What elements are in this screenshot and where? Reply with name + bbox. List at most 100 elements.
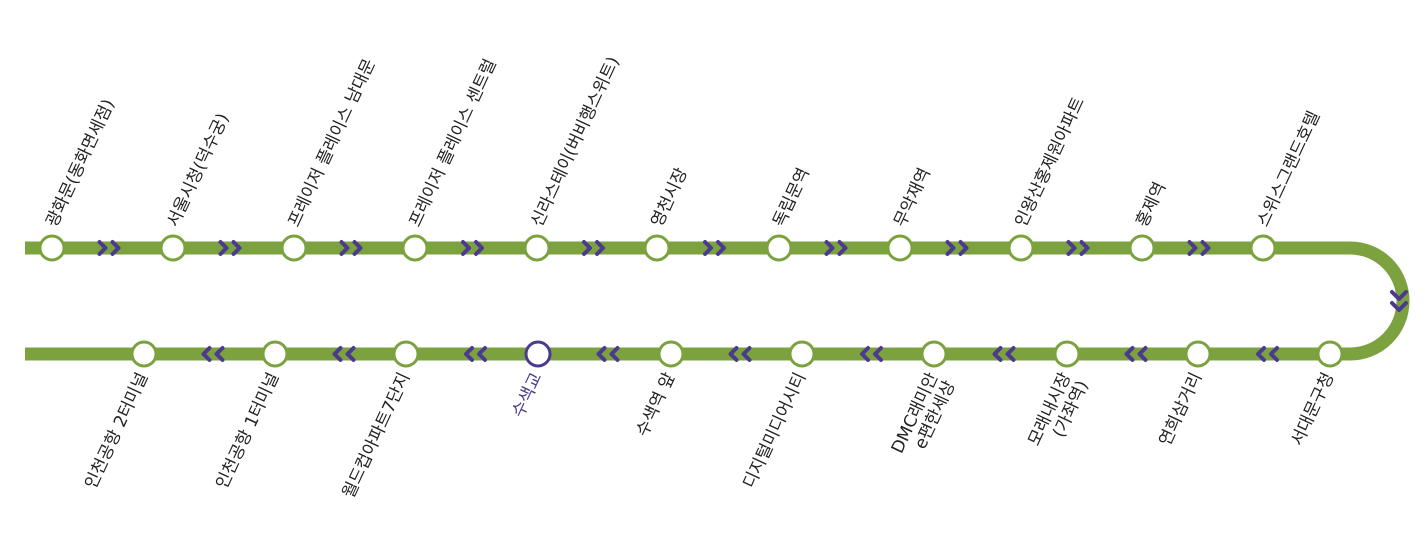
station-marker[interactable] — [261, 340, 289, 368]
chevron-icon — [1124, 346, 1135, 362]
chevron-icon — [1187, 240, 1198, 256]
double-chevron-icon — [1124, 346, 1148, 362]
chevron-icon — [1137, 346, 1148, 362]
station-marker[interactable] — [524, 340, 552, 368]
station-marker[interactable] — [788, 340, 816, 368]
chevron-icon — [332, 346, 343, 362]
chevron-icon — [716, 240, 726, 256]
station-list — [38, 234, 1344, 368]
station-label: 프레이저 플레이스 남대문 — [284, 56, 379, 230]
station-label: 프레이저 플레이스 센트럴 — [405, 56, 500, 230]
double-chevron-icon — [1187, 240, 1211, 256]
double-chevron-icon — [945, 240, 969, 256]
station-marker[interactable] — [1316, 340, 1344, 368]
station-label: 영천시장 — [647, 165, 692, 230]
chevron-icon — [1390, 290, 1408, 301]
station-marker[interactable] — [392, 340, 420, 368]
chevron-icon — [345, 346, 356, 362]
double-chevron-icon — [703, 240, 726, 256]
station-marker[interactable] — [280, 234, 308, 262]
chevron-down-icon — [1390, 290, 1408, 312]
chevron-icon — [1390, 301, 1408, 312]
station-label: 홍제역 — [1132, 179, 1170, 230]
station-marker[interactable] — [38, 234, 66, 262]
double-chevron-icon — [596, 346, 620, 362]
route-line-path — [25, 241, 1410, 361]
double-chevron-icon — [582, 240, 605, 256]
station-marker[interactable] — [657, 340, 685, 368]
chevron-icon — [1256, 346, 1266, 362]
chevron-icon — [339, 240, 350, 256]
station-marker[interactable] — [1007, 234, 1035, 262]
double-chevron-icon — [1066, 240, 1090, 256]
station-marker[interactable] — [523, 234, 551, 262]
station-marker[interactable] — [643, 234, 671, 262]
station-label: 인천공항 1터미널 — [212, 370, 283, 492]
chevron-icon — [1079, 240, 1090, 256]
station-label: 무악재역 — [890, 165, 935, 230]
double-chevron-icon — [97, 240, 121, 256]
chevron-icon — [837, 240, 848, 256]
chevron-icon — [97, 240, 108, 256]
chevron-icon — [1200, 240, 1211, 256]
station-label: 연희삼거리 — [1155, 370, 1206, 449]
chevron-icon — [728, 346, 739, 362]
station-marker[interactable] — [886, 234, 914, 262]
station-label: 인천공항 2터미널 — [81, 370, 152, 492]
chevron-icon — [231, 240, 242, 256]
station-label: 서대문구청 — [1287, 370, 1338, 449]
chevron-icon — [873, 346, 883, 362]
station-label: 모래내시장(가좌역) — [1024, 369, 1093, 457]
direction-arrows — [97, 240, 1279, 362]
chevron-icon — [860, 346, 870, 362]
chevron-icon — [595, 240, 605, 256]
chevron-icon — [218, 240, 229, 256]
route-line — [25, 241, 1410, 361]
station-marker[interactable] — [920, 340, 948, 368]
chevron-icon — [703, 240, 713, 256]
chevron-icon — [464, 346, 474, 362]
station-marker[interactable] — [401, 234, 429, 262]
station-marker[interactable] — [1184, 340, 1212, 368]
station-label: 수색역 앞 — [633, 369, 680, 439]
station-label: 수색교 — [509, 370, 547, 421]
chevron-icon — [477, 346, 487, 362]
station-marker[interactable] — [1053, 340, 1081, 368]
station-label: 서울시청(덕수궁) — [163, 110, 233, 230]
station-marker[interactable] — [130, 340, 158, 368]
station-label: 독립문역 — [769, 165, 814, 230]
chevron-icon — [609, 346, 620, 362]
double-chevron-icon — [218, 240, 242, 256]
station-label: 인왕산홍제원아파트 — [1011, 94, 1089, 230]
double-chevron-icon — [201, 346, 225, 362]
station-label: 월드컵아파트7단지 — [339, 370, 415, 502]
station-label: 신라스테이(버비행스위트) — [527, 54, 623, 230]
chevron-icon — [1005, 346, 1016, 362]
chevron-icon — [214, 346, 225, 362]
station-marker[interactable] — [1128, 234, 1156, 262]
chevron-icon — [201, 346, 212, 362]
double-chevron-icon — [728, 346, 752, 362]
chevron-icon — [110, 240, 121, 256]
chevron-icon — [824, 240, 835, 256]
double-chevron-icon — [992, 346, 1016, 362]
station-marker[interactable] — [1249, 234, 1277, 262]
double-chevron-icon — [1256, 346, 1279, 362]
station-label: DMC래미안e편한세상 — [888, 369, 960, 464]
station-marker[interactable] — [159, 234, 187, 262]
chevron-icon — [596, 346, 607, 362]
double-chevron-icon — [339, 240, 363, 256]
station-label: 광화문(동화면세점) — [42, 96, 119, 230]
chevron-icon — [352, 240, 363, 256]
station-label: 스위스그랜드호텔 — [1253, 108, 1324, 230]
double-chevron-icon — [332, 346, 356, 362]
chevron-icon — [741, 346, 752, 362]
double-chevron-icon — [461, 240, 484, 256]
chevron-icon — [1066, 240, 1077, 256]
double-chevron-icon — [860, 346, 883, 362]
station-marker[interactable] — [765, 234, 793, 262]
station-label-list: 광화문(동화면세점) 서울시청(덕수궁) 프레이저 플레이스 남대문 프레이저 플레이… — [42, 54, 1338, 502]
double-chevron-icon — [824, 240, 848, 256]
chevron-icon — [958, 240, 969, 256]
